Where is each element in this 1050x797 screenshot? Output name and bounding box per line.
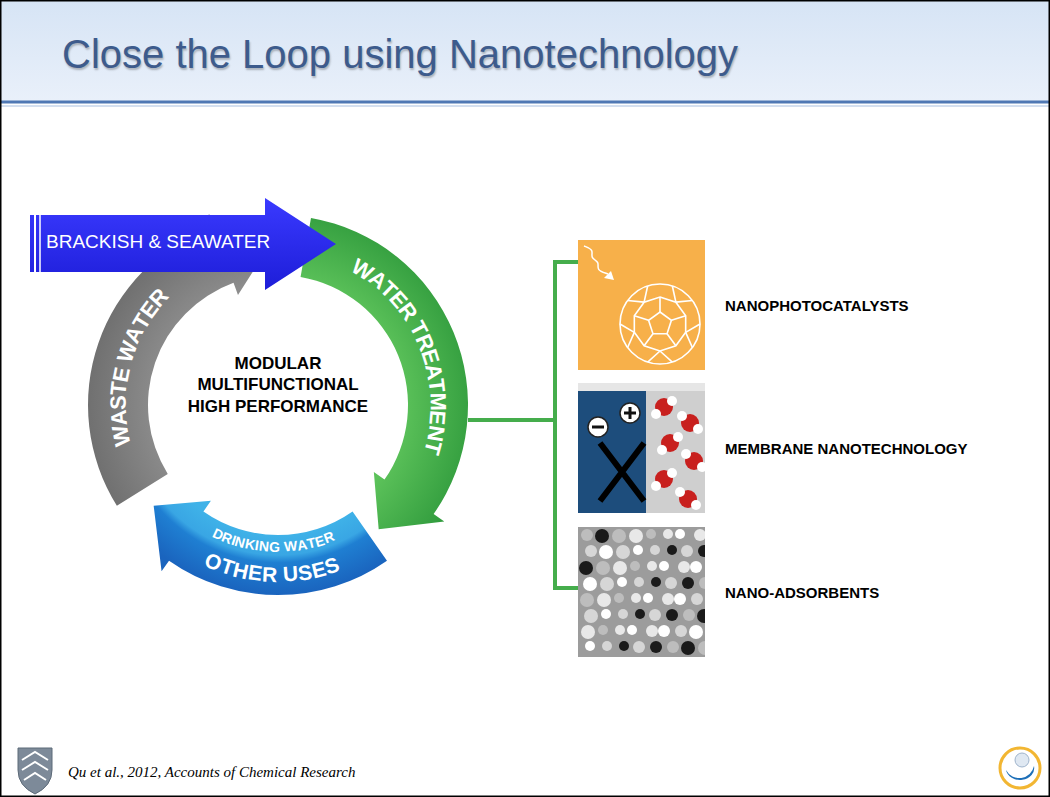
light-ray-head (604, 271, 614, 280)
center-logo (1000, 748, 1040, 788)
inflow-arrow (30, 198, 336, 290)
tile-ground (578, 240, 705, 370)
arrow-label: WATER TREATMENT (348, 253, 451, 465)
fullerene (620, 284, 700, 364)
reuse-arrow (154, 501, 387, 595)
tile-ground (578, 383, 705, 513)
membrane-layer (578, 383, 646, 513)
technology-label: MEMBRANE NANOTECHNOLOGY (725, 440, 968, 457)
adsorbent-particles (579, 529, 705, 655)
center-label: MODULAR MULTIFUNCTIONAL HIGH PERFORMANCE (178, 353, 378, 417)
membrane-edge (578, 383, 705, 391)
bracket (468, 262, 578, 588)
header-rule (0, 106, 1050, 107)
arrow-stripe (34, 215, 36, 272)
inflow-label: BRACKISH & SEAWATER (46, 231, 270, 253)
inflow-arrow-shape (30, 198, 336, 290)
tile-ground (578, 527, 705, 657)
technology-label: NANOPHOTOCATALYSTS (725, 297, 909, 314)
citation: Qu et al., 2012, Accounts of Chemical Re… (68, 764, 355, 781)
tile-icon (578, 240, 705, 370)
technology-tile: MEMBRANE NANOTECHNOLOGY (578, 383, 705, 513)
arrow-stripe (39, 215, 41, 272)
technology-label: NANO-ADSORBENTS (725, 584, 879, 601)
treatment-arrow (301, 218, 468, 529)
arrow-label: DRINKING WATER (209, 522, 338, 559)
water-molecules (651, 396, 705, 510)
ion-symbols (588, 403, 640, 437)
block-mark (600, 443, 644, 501)
arrow-label: WASTE WATER (107, 281, 171, 452)
header-rule (0, 101, 1050, 104)
technology-tile: NANO-ADSORBENTS (578, 527, 705, 657)
tile-icon (578, 527, 705, 657)
tile-icon (578, 383, 705, 513)
light-ray (584, 246, 608, 274)
arrow-label: OTHER USES (201, 546, 343, 591)
header-band (0, 0, 1050, 101)
university-logo (18, 748, 52, 794)
technology-tile: NANOPHOTOCATALYSTS (578, 240, 705, 370)
slide-title: Close the Loop using Nanotechnology (62, 32, 738, 77)
